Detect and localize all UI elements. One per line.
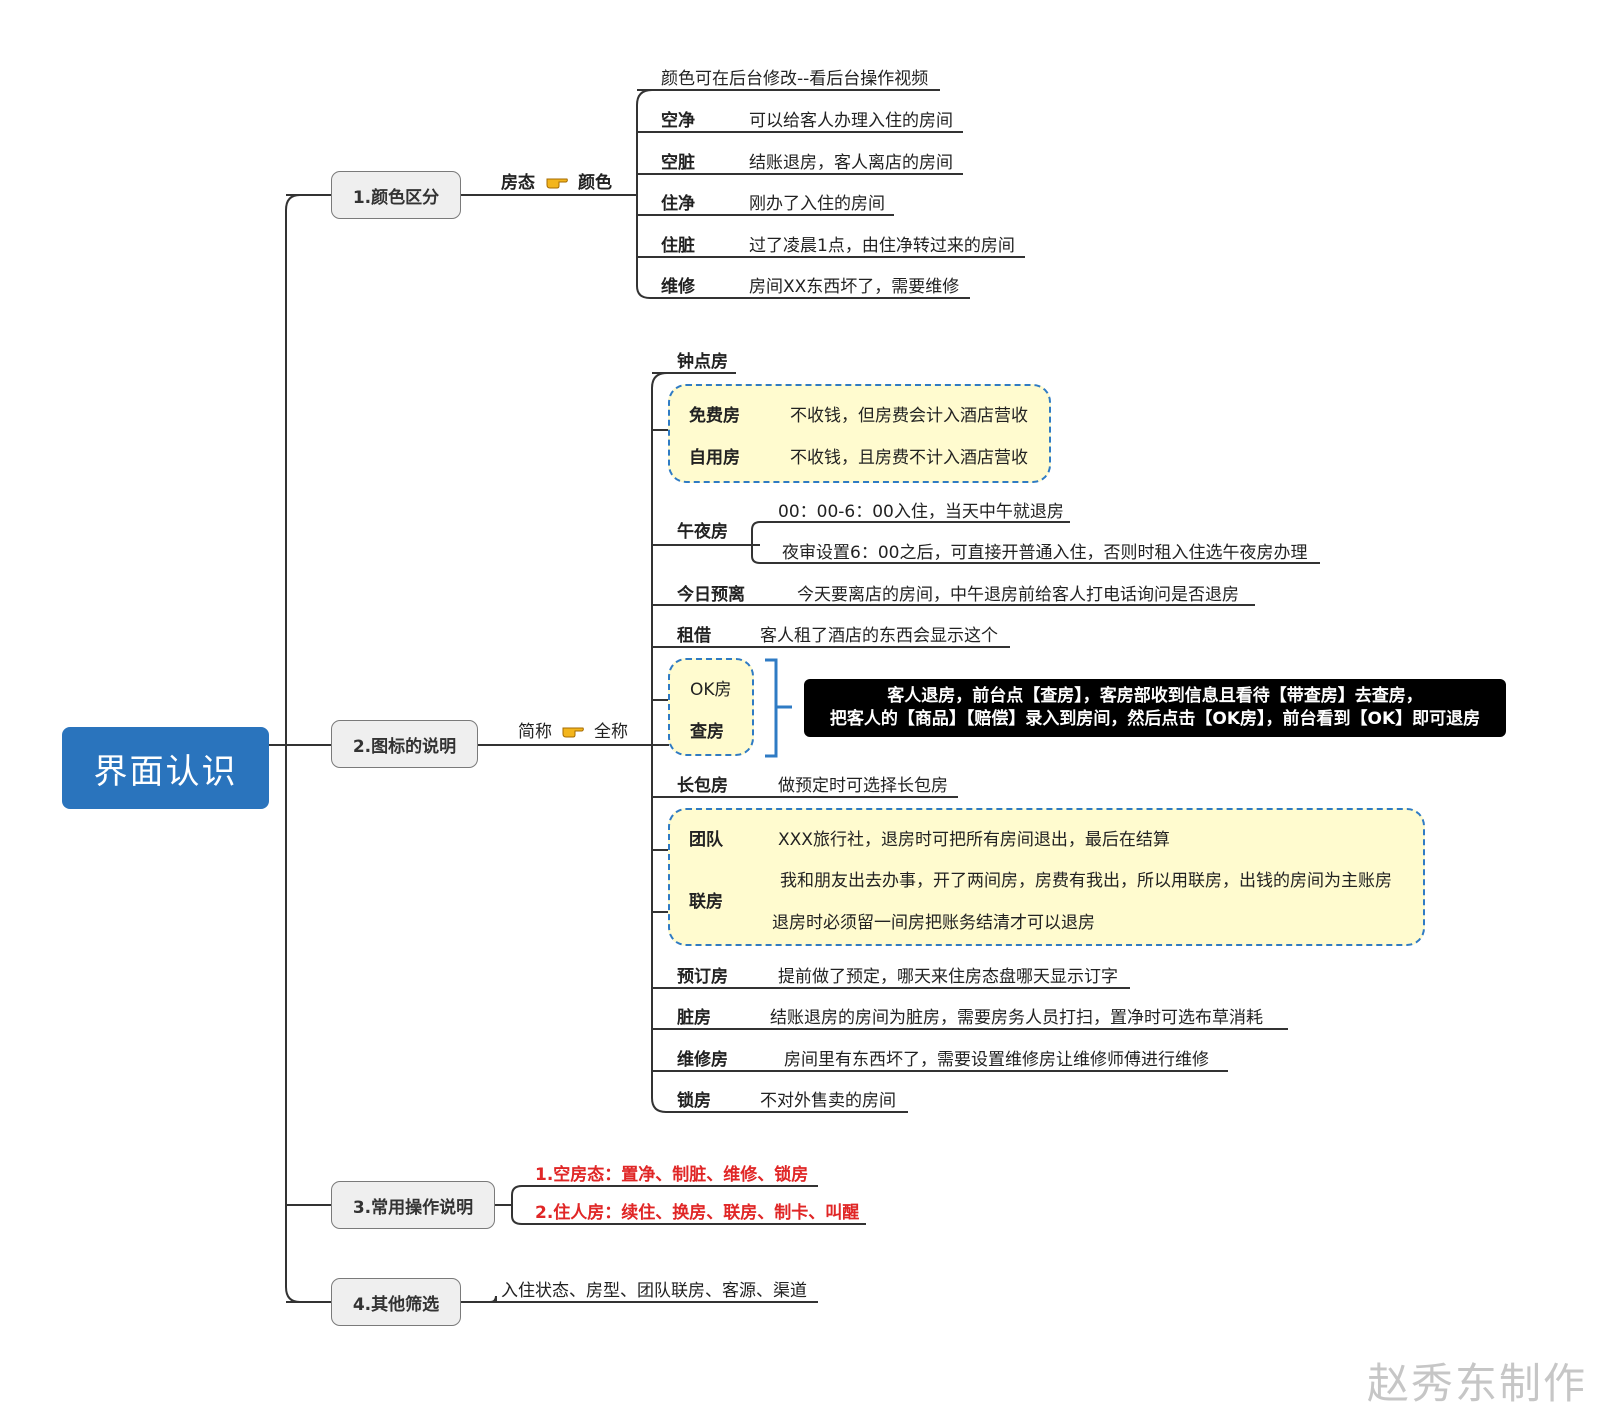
root-title: 界面认识 <box>93 751 238 792</box>
b1-connector-left: 房态 <box>501 173 535 193</box>
b1-item-name: 维修 <box>661 277 695 297</box>
b1-item-name: 住脏 <box>661 236 695 256</box>
b2-reserved-desc: 提前做了预定，哪天来住房态盘哪天显示订字 <box>778 967 1118 987</box>
b2-maintenance-desc: 房间里有东西坏了，需要设置维修房让维修师傅进行维修 <box>784 1050 1209 1070</box>
note-line-1: 客人退房，前台点【查房】，客房部收到信息且看待【带查房】去查房， <box>887 686 1423 706</box>
b2-connector-right: 全称 <box>594 722 628 742</box>
branch-operations-label: 3.常用操作说明 <box>352 1197 474 1218</box>
author-watermark: 赵秀东制作 <box>1366 1359 1587 1408</box>
b2-ok-room: OK房 <box>690 680 732 700</box>
branch-color-label: 1.颜色区分 <box>352 187 440 208</box>
group-team-linked <box>668 808 1425 946</box>
branch-filters-label: 4.其他筛选 <box>352 1294 440 1315</box>
b2-hourly-room: 钟点房 <box>677 352 728 372</box>
pointing-hand-icon <box>562 727 584 738</box>
b2-linked-room: 联房 <box>689 892 723 912</box>
b2-linked-desc-1: 我和朋友出去办事，开了两间房，房费有我出，所以用联房，出钱的房间为主账房 <box>780 871 1392 891</box>
note-line-2: 把客人的【商品】【赔偿】录入到房间，然后点击【OK房】，前台看到【OK】即可退房 <box>829 709 1481 729</box>
b2-self-use-room-desc: 不收钱，且房费不计入酒店营收 <box>790 448 1028 468</box>
b2-check-room: 查房 <box>690 722 724 742</box>
b2-connector-left: 简称 <box>518 722 552 742</box>
b2-free-room: 免费房 <box>689 406 740 426</box>
branch-operations[interactable]: 3.常用操作说明 <box>331 1181 495 1229</box>
b1-item-desc: 结账退房，客人离店的房间 <box>749 153 953 173</box>
b2-long-stay-room: 长包房 <box>677 776 728 796</box>
b2-midnight-desc-1: 00：00-6：00入住，当天中午就退房 <box>778 502 1064 522</box>
b3-vacant-ops: 1.空房态：置净、制脏、维修、锁房 <box>535 1165 809 1185</box>
b2-due-out-desc: 今天要离店的房间，中午退房前给客人打电话询问是否退房 <box>797 585 1239 605</box>
branch-icons[interactable]: 2.图标的说明 <box>331 720 478 768</box>
b1-item-name: 住净 <box>661 194 695 214</box>
b2-free-room-desc: 不收钱，但房费会计入酒店营收 <box>790 406 1028 426</box>
b1-connector-right: 颜色 <box>578 173 612 193</box>
branch-icons-label: 2.图标的说明 <box>352 736 457 757</box>
b1-item-desc: 过了凌晨1点，由住净转过来的房间 <box>749 236 1015 256</box>
group-ok-check <box>668 658 754 756</box>
b2-team: 团队 <box>689 830 723 850</box>
b2-team-desc: XXX旅行社，退房时可把所有房间退出，最后在结算 <box>778 830 1170 850</box>
b2-rental-desc: 客人租了酒店的东西会显示这个 <box>760 626 998 646</box>
branch-filters[interactable]: 4.其他筛选 <box>331 1278 461 1326</box>
b2-linked-desc-2: 退房时必须留一间房把账务结清才可以退房 <box>772 913 1095 933</box>
root-node: 界面认识 <box>62 727 269 809</box>
b1-item-desc: 可以给客人办理入住的房间 <box>749 111 953 131</box>
b2-reserved-room: 预订房 <box>677 967 728 987</box>
b2-midnight-room: 午夜房 <box>677 522 728 542</box>
b2-long-stay-desc: 做预定时可选择长包房 <box>778 776 948 796</box>
b1-item-name: 空净 <box>661 111 695 131</box>
b2-locked-desc: 不对外售卖的房间 <box>760 1091 896 1111</box>
b2-dirty-desc: 结账退房的房间为脏房，需要房务人员打扫，置净时可选布草消耗 <box>770 1008 1263 1028</box>
b3-occupied-ops: 2.住人房：续住、换房、联房、制卡、叫醒 <box>535 1203 860 1223</box>
b2-due-out-today: 今日预离 <box>677 585 745 605</box>
b2-locked-room: 锁房 <box>677 1091 711 1111</box>
b1-item-name: 空脏 <box>661 153 695 173</box>
b2-dirty-room: 脏房 <box>677 1008 711 1028</box>
group-free-self-use <box>668 384 1051 483</box>
b4-filter-list: 入住状态、房型、团队联房、客源、渠道 <box>501 1281 807 1301</box>
b2-self-use-room: 自用房 <box>689 448 740 468</box>
b2-maintenance-room: 维修房 <box>677 1050 728 1070</box>
checkout-process-note: 客人退房，前台点【查房】，客房部收到信息且看待【带查房】去查房， 把客人的【商品… <box>804 679 1506 737</box>
b2-midnight-desc-2: 夜审设置6：00之后，可直接开普通入住，否则时租入住选午夜房办理 <box>782 543 1308 563</box>
b1-item-desc: 刚办了入住的房间 <box>749 194 885 214</box>
b2-rental: 租借 <box>677 626 711 646</box>
pointing-hand-icon <box>546 178 568 189</box>
b1-header: 颜色可在后台修改--看后台操作视频 <box>661 69 929 89</box>
branch-color[interactable]: 1.颜色区分 <box>331 171 461 219</box>
b1-item-desc: 房间XX东西坏了，需要维修 <box>749 277 960 297</box>
